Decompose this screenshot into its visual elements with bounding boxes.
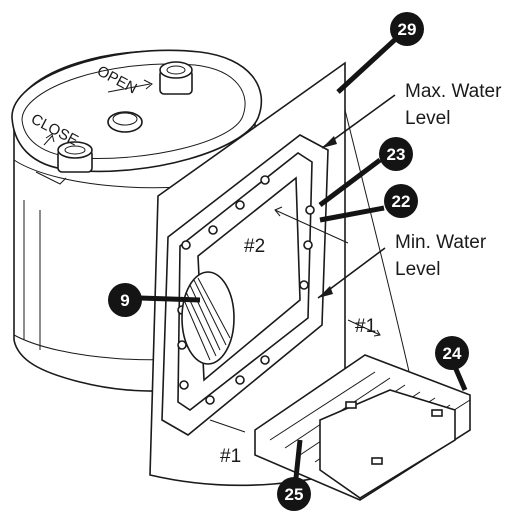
flow-arrow-icon — [274, 206, 349, 244]
lid-close-port — [57, 141, 93, 173]
chamber-2-label: #2 — [244, 236, 265, 257]
callout-29: 29 — [336, 12, 424, 94]
close-arrow-icon — [43, 133, 55, 146]
svg-text:29: 29 — [398, 20, 417, 39]
chamber-1-bottom-label: #1 — [220, 446, 241, 467]
min-water-level-label-line2: Level — [395, 259, 440, 280]
callout-23: 23 — [318, 137, 413, 207]
max-water-level-pointer — [321, 94, 396, 149]
min-water-level-label-line1: Min. Water — [395, 232, 487, 253]
flow-arrow-icon — [347, 319, 381, 337]
callout-24: 24 — [435, 336, 469, 391]
impeller-filter — [181, 271, 235, 365]
lid-center-knob — [107, 111, 143, 133]
svg-text:23: 23 — [387, 145, 406, 164]
filter-tray — [254, 354, 471, 501]
svg-text:22: 22 — [392, 192, 411, 211]
flow-arrow-icon — [209, 419, 246, 433]
svg-text:24: 24 — [443, 344, 462, 363]
canister-lid: OPEN CLOSE — [11, 49, 263, 185]
max-water-level-label-line2: Level — [405, 108, 450, 129]
frame-screws — [177, 175, 315, 405]
callout-9: 9 — [108, 283, 201, 317]
max-water-level-label-line1: Max. Water — [405, 81, 502, 102]
callout-25: 25 — [277, 439, 311, 511]
svg-text:25: 25 — [285, 485, 304, 504]
open-arrow-icon — [107, 79, 153, 93]
chamber-1-right-label: #1 — [355, 316, 376, 337]
lid-open-port — [159, 61, 193, 95]
min-water-level-pointer — [317, 247, 386, 299]
callout-22: 22 — [319, 184, 418, 223]
svg-text:9: 9 — [120, 291, 129, 310]
